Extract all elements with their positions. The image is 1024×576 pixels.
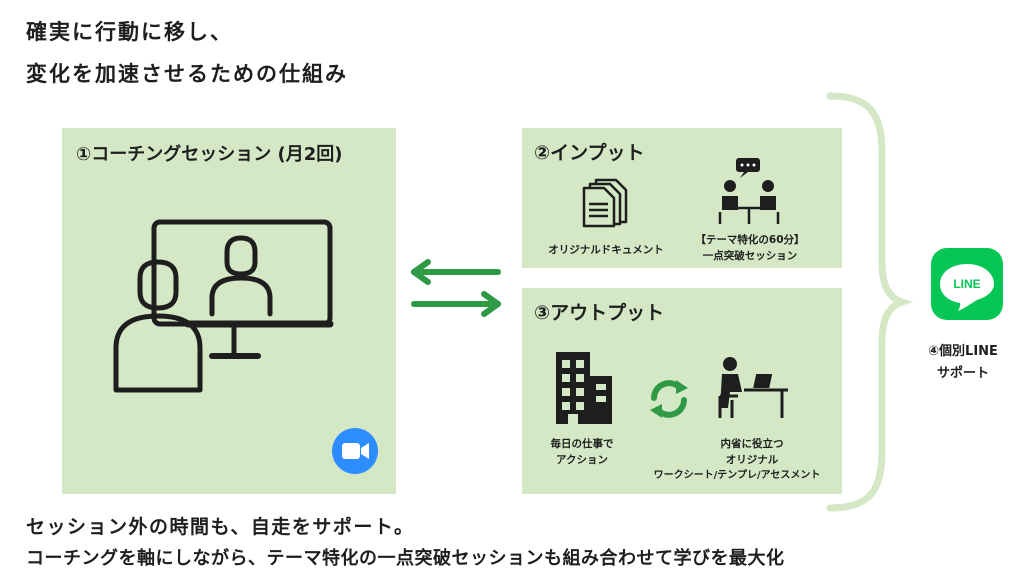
zoom-icon	[332, 428, 378, 474]
work-label-2: アクション	[556, 454, 608, 466]
coaching-title: ①コーチングセッション (月2回)	[76, 144, 343, 165]
building-icon	[556, 352, 612, 424]
document-label: オリジナルドキュメント	[548, 244, 664, 256]
footer-line-1: セッション外の時間も、自走をサポート。	[26, 516, 415, 538]
exchange-arrows-icon	[411, 259, 501, 317]
coaching-video-call-icon	[113, 219, 334, 393]
input-title: ②インプット	[534, 142, 645, 164]
line-app-icon: LINE	[931, 248, 1003, 320]
meeting-icon	[718, 158, 780, 224]
coaching-panel: ①コーチングセッション (月2回)	[62, 128, 396, 494]
work-label-1: 毎日の仕事で	[550, 438, 614, 450]
reflect-label-2: オリジナル	[725, 454, 779, 466]
document-icon	[582, 178, 628, 228]
cycle-arrows-icon	[650, 380, 688, 418]
output-panel: ③アウトプット 毎日の仕事で アクション	[522, 288, 842, 494]
reflect-label-3: ワークシート/テンプレ/アセスメント	[653, 470, 821, 481]
footer-line-2: コーチングを軸にしながら、テーマ特化の一点突破セッションも組み合わせて学びを最大…	[26, 548, 785, 569]
line-support-label-2: サポート	[936, 366, 989, 381]
session-label-1: 【テーマ特化の60分】	[695, 234, 805, 246]
header-title-line-1: 確実に行動に移し、	[26, 20, 233, 44]
header-title-line-2: 変化を加速させるための仕組み	[26, 62, 348, 86]
output-title: ③アウトプット	[534, 302, 665, 324]
brace-shape	[826, 92, 914, 512]
reflect-label-1: 内省に役立つ	[720, 438, 784, 450]
line-logo-text: LINE	[953, 277, 980, 291]
desk-worker-icon	[718, 357, 788, 418]
session-label-2: 一点突破セッション	[702, 250, 798, 262]
line-support-label-1: ④個別LINE	[928, 344, 998, 359]
input-panel: ②インプット オリジナルドキュメント 【テーマ特化	[522, 128, 842, 268]
